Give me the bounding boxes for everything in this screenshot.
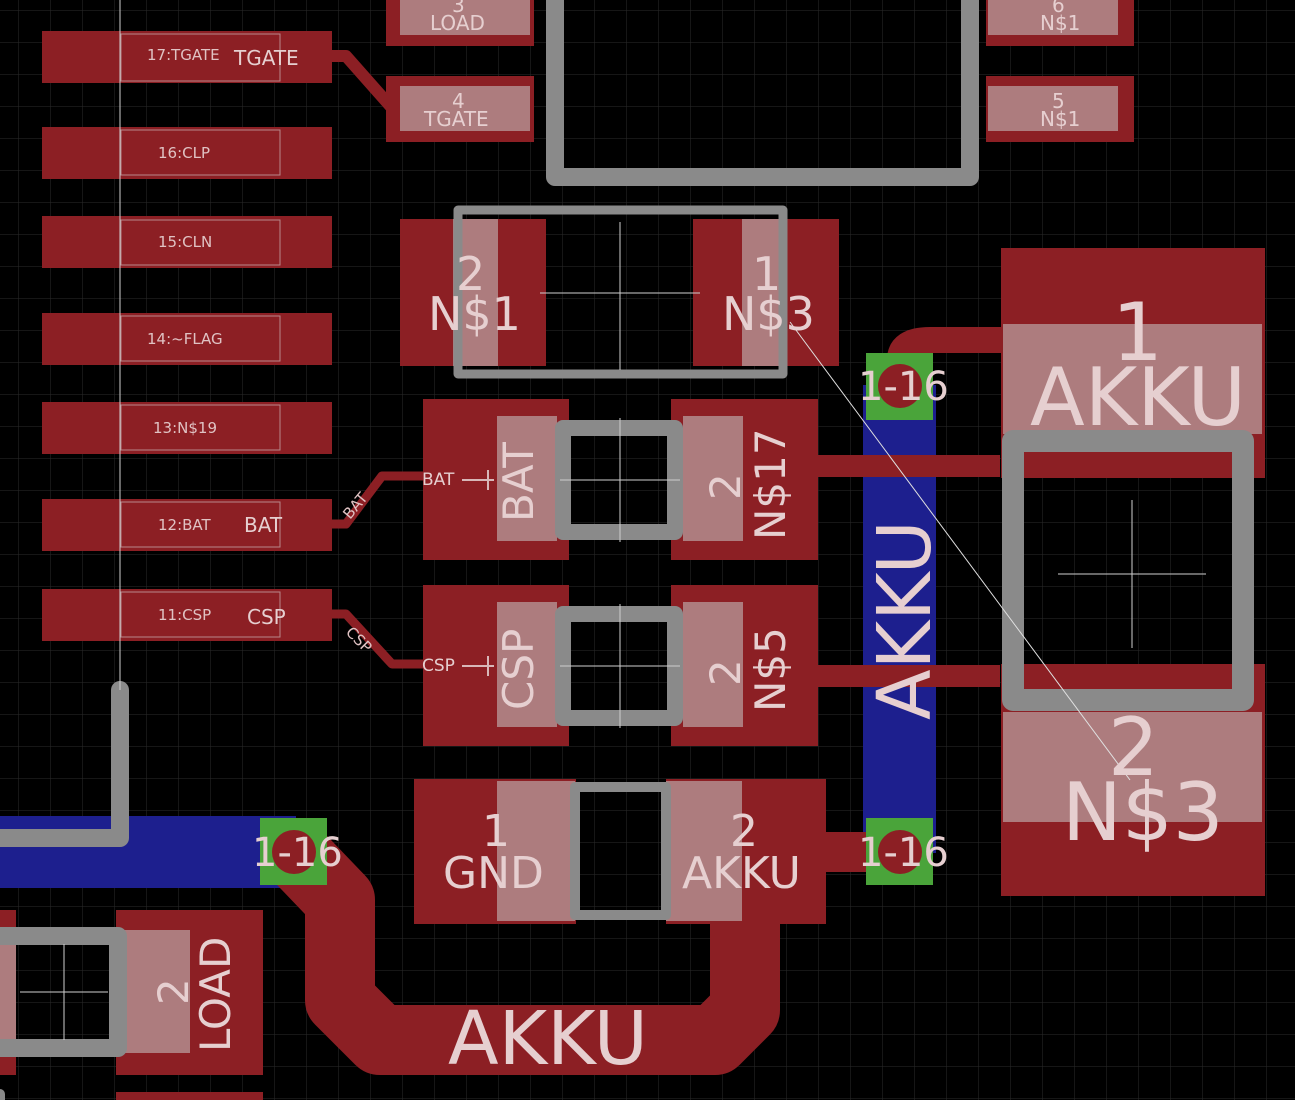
cap-outline	[570, 782, 671, 920]
res-h-pad2-net: N$1	[428, 287, 521, 341]
pin-11-label: 11:CSP	[158, 606, 211, 624]
docu-cap-left	[497, 781, 575, 921]
res-bat-pad1-net: BAT	[494, 442, 543, 522]
top-pad5-net: N$1	[1040, 107, 1080, 131]
pin-15-label: 15:CLN	[158, 233, 212, 251]
docu-res-csp-right	[683, 602, 743, 727]
via-bottom-right[interactable]	[866, 818, 933, 885]
ic-pad-12[interactable]	[42, 499, 332, 551]
docu-res-csp-left	[497, 602, 557, 727]
trace-csp[interactable]	[332, 609, 423, 669]
big-part-outline	[1002, 430, 1254, 711]
bat-end-label: BAT	[422, 470, 455, 490]
left-pad2-num: 2	[149, 978, 198, 1005]
net-labels: TGATE BAT CSP	[233, 46, 299, 629]
pin-16-label: 16:CLP	[158, 144, 210, 162]
top-pad4-net: TGATE	[423, 107, 489, 131]
csp-end-label: CSP	[422, 656, 455, 676]
cap-pad1-net: GND	[443, 848, 544, 899]
via-top-label: 1-16	[858, 364, 949, 410]
res-csp-pad2-num: 2	[701, 659, 750, 686]
res-bat-pad2-num: 2	[701, 473, 750, 500]
akku-bottom-label: AKKU	[448, 996, 648, 1082]
ic-pad-13[interactable]	[42, 402, 332, 454]
ic-pin-labels: 17:TGATE 16:CLP 15:CLN 14:~FLAG 13:N$19 …	[147, 46, 223, 624]
left-part-outline	[0, 927, 127, 1057]
res-h-pad1-num: 1	[752, 247, 781, 301]
docu-layer	[0, 0, 1262, 1053]
docu-res-bat-left	[497, 416, 557, 541]
top-pad6-net: N$1	[1040, 11, 1080, 35]
top-pad6-num: 6	[1052, 0, 1065, 17]
res-h-pad1-net: N$3	[722, 287, 815, 341]
trace-bat[interactable]	[332, 471, 423, 529]
top-pad3-num: 3	[452, 0, 465, 17]
pin-boxes	[120, 33, 281, 638]
cap-pad1-num: 1	[482, 806, 510, 857]
akku-blue-label: AKKU	[862, 520, 948, 720]
top-copper-traces	[268, 50, 1002, 1075]
net-csp-label: CSP	[247, 605, 286, 629]
left-wire-outline	[0, 681, 129, 847]
ic-pad-15[interactable]	[42, 216, 332, 268]
vias	[260, 353, 933, 885]
pin-17-label: 17:TGATE	[147, 46, 220, 64]
bottom-stub-pad[interactable]	[116, 1092, 263, 1100]
cap-pad2-num: 2	[730, 806, 758, 857]
docu-big-bottom	[1003, 712, 1262, 822]
left-pad2-net: LOAD	[191, 937, 240, 1052]
ic-pad-14[interactable]	[42, 313, 332, 365]
top-pad3-net: LOAD	[430, 11, 485, 35]
big-pad1-net: AKKU	[1030, 351, 1246, 444]
ic-pad-16[interactable]	[42, 127, 332, 179]
top-part-outline	[546, 0, 979, 186]
ic-pad-11[interactable]	[42, 589, 332, 641]
origin-markers	[20, 0, 1206, 1040]
big-pad2-net: N$3	[1062, 766, 1224, 859]
via-bottom-left[interactable]	[260, 818, 327, 885]
docu-left-pad1	[0, 930, 16, 1053]
ic-pad-17[interactable]	[42, 31, 332, 83]
res-bat-pad2-net: N$17	[746, 428, 795, 540]
via-top[interactable]	[866, 353, 933, 420]
airwire-n3	[789, 321, 1131, 781]
via-bottom-right-label: 1-16	[858, 830, 949, 876]
silkscreen-outlines	[0, 0, 1254, 1100]
docu-left-pad	[116, 930, 190, 1053]
pin-13-label: 13:N$19	[153, 419, 217, 437]
big-pad1-num: 1	[1112, 286, 1163, 379]
res-csp-pad2-net: N$5	[746, 627, 795, 712]
big-pad2-num: 2	[1108, 701, 1159, 794]
pin-14-label: 14:~FLAG	[147, 330, 223, 348]
docu-cap-right	[666, 781, 742, 921]
res-csp-pad1-net: CSP	[494, 629, 543, 710]
docu-big-top	[1003, 324, 1262, 434]
docu-top-pad5	[988, 86, 1118, 131]
docu-top-pad3	[400, 0, 530, 35]
pin-12-label: 12:BAT	[158, 516, 212, 534]
net-bat-label: BAT	[244, 513, 283, 537]
bottom-trace-left[interactable]	[0, 816, 296, 888]
cap-pad2-net: AKKU	[682, 848, 801, 899]
via-bottom-left-label: 1-16	[252, 830, 343, 876]
trace-akku-bottom[interactable]	[268, 827, 780, 1075]
docu-res-bat-right	[683, 416, 743, 541]
top-pad5-num: 5	[1052, 89, 1065, 113]
docu-top-pad4	[400, 86, 530, 131]
res-h-pad2-num: 2	[456, 247, 485, 301]
pin-tick-marks	[462, 470, 494, 676]
top-pad4-num: 4	[452, 89, 465, 113]
net-tgate-label: TGATE	[233, 46, 299, 70]
docu-top-pad6	[988, 0, 1118, 35]
res-h-outline	[453, 205, 788, 379]
